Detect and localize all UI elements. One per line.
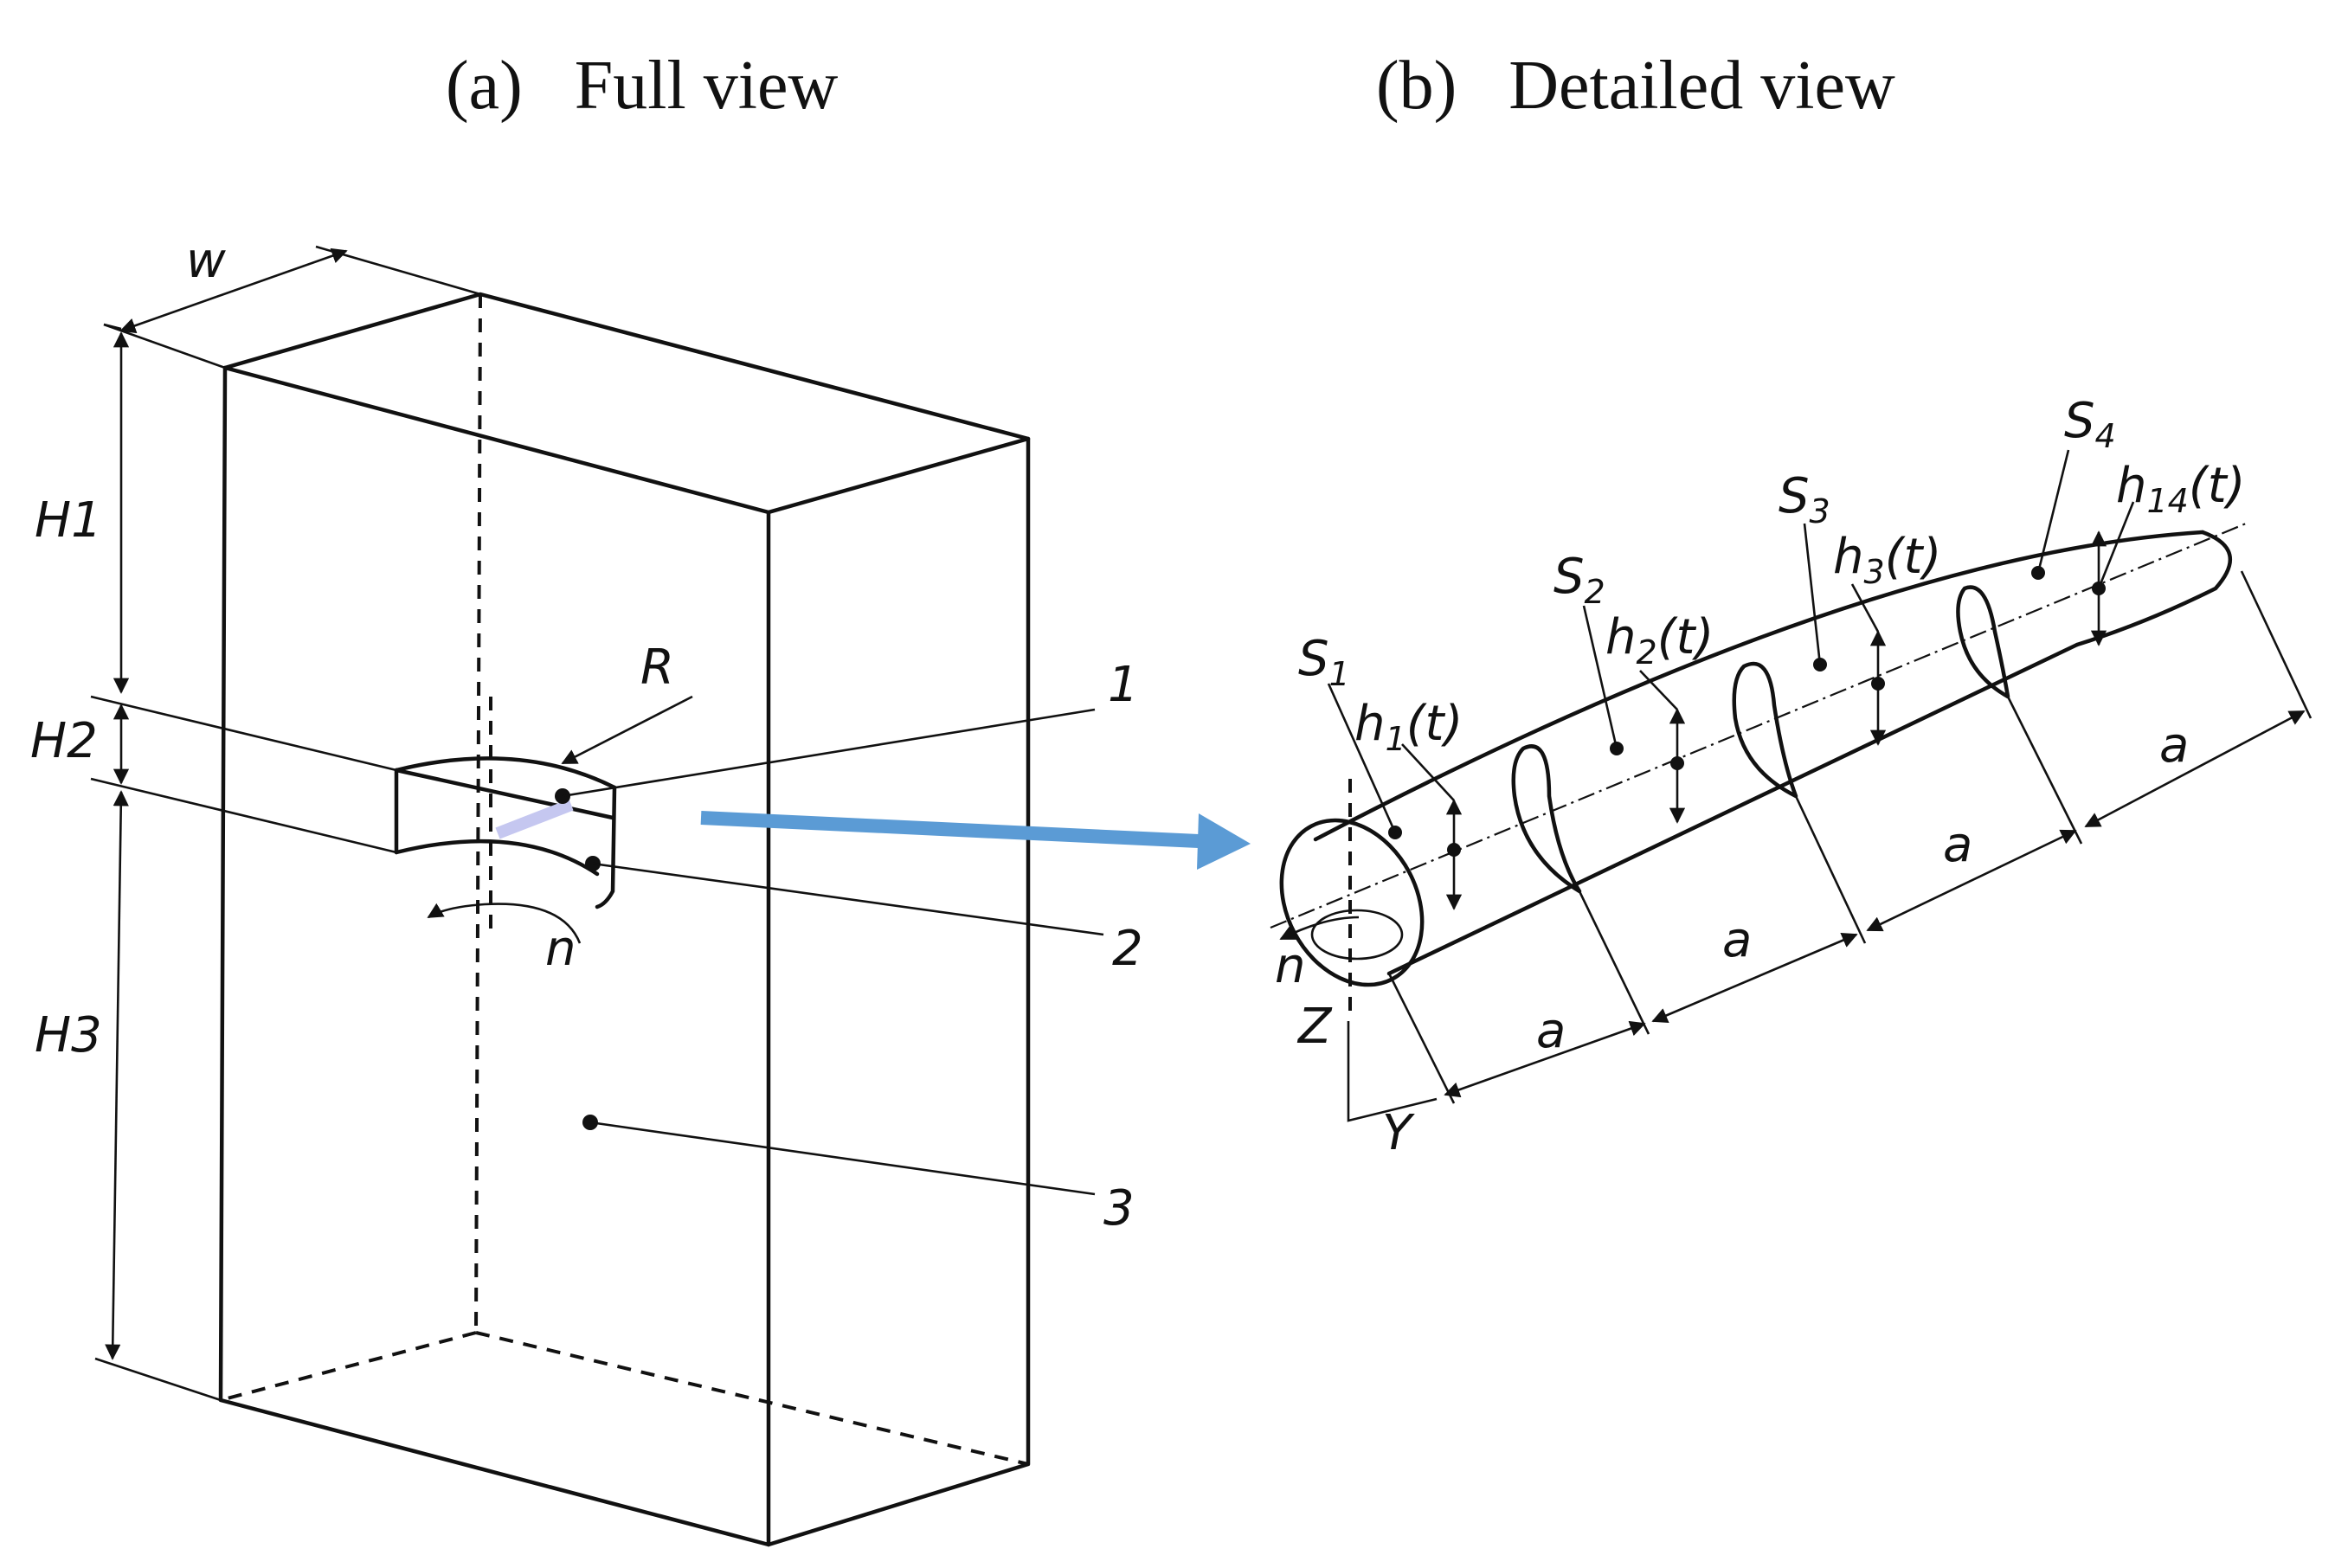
radius-label: R [640,639,674,696]
slot-right-edge [595,785,617,909]
full-view-drawing: w H1 H2 H3 R n 1 2 3 [30,233,1143,1547]
s2-leader [1582,605,1618,749]
callout-2-label: 2 [1112,921,1143,977]
box-front-face [218,365,771,1547]
h2-label: H2 [30,713,98,769]
blade-bottom-edge [1386,642,2080,976]
rotation-label-detail: n [1275,938,1306,994]
h3-dimension-arrow [105,790,129,1360]
s1-label: S1 [1298,631,1350,693]
h1-dot [1447,843,1461,857]
slot-bottom-arc [394,839,600,877]
h3-label: h3(t) [1833,529,1941,591]
h2-label-leader [1639,670,1678,710]
rotation-arrow-detail [1279,916,1360,941]
blade-tip [2074,530,2232,647]
slot-top-arc [394,756,617,790]
detailed-view-drawing: Z Y n [1270,393,2312,1161]
a-extension-1 [1578,890,1650,1035]
h2-dot [1670,756,1684,770]
callout-1-leader [562,708,1096,798]
hidden-edge-bottom-right [475,1331,1029,1466]
box-right-face [766,436,1031,1547]
h2-bottom-extension [90,777,397,854]
axis-y-label: Y [1382,1105,1415,1161]
h14-label: h14(t) [2116,458,2246,520]
rotation-arrow-full [427,903,582,944]
h1-label-leader [1401,743,1455,801]
hidden-edge-bottom-left [220,1331,477,1402]
callout-2-leader [592,862,1104,936]
slot-chord [394,768,615,820]
blade-centre-line [1270,522,2247,929]
h1-bottom-extension [90,695,397,772]
h3-label: H3 [35,1007,102,1064]
a-dimension-1 [1444,1020,1646,1098]
s3-leader [1803,523,1822,665]
hidden-edge-vertical [474,293,482,1333]
box-top-face [222,292,1031,515]
spacing-label-3: a [1943,817,1972,873]
spacing-label-2: a [1722,912,1752,968]
spacing-label-1: a [1536,1003,1566,1059]
h3-dot [1871,677,1885,691]
callout-3-label: 3 [1103,1180,1135,1237]
h1-label: H1 [35,492,102,549]
a-extension-0 [1387,973,1456,1104]
a-extension-3 [2006,696,2083,845]
h3-bottom-extension [94,1357,222,1402]
s4-label: S4 [2064,393,2116,455]
a-dimension-2 [1651,933,1858,1023]
height-extension-top [103,323,122,331]
h1-label: h1(t) [1354,696,1463,758]
callout-1-label: 1 [1108,657,1139,713]
caption-detailed-view: (b) Detailed view [1376,48,1895,124]
radius-leader [561,695,693,765]
rotation-ellipse-root [1310,909,1404,961]
s1-leader [1327,683,1397,833]
a-extension-4 [2240,570,2312,719]
section-1 [1511,744,1582,894]
axis-z-label: Z [1296,999,1333,1055]
caption-full-view: (a) Full view [446,48,838,124]
width-label: w [186,233,226,289]
a-extension-2 [1794,795,1867,944]
rotation-label-full: n [545,921,576,977]
spacing-label-4: a [2159,717,2189,774]
h14-label-leader [2097,501,2135,589]
width-dimension-arrow [119,247,348,334]
s2-label: S2 [1553,549,1605,611]
section-2 [1732,661,1798,799]
callout-3-leader [589,1121,1096,1196]
h2-label: h2(t) [1605,609,1714,672]
h3-label-leader [1850,583,1880,633]
s3-label: S3 [1779,468,1830,530]
slot-highlight [495,799,574,839]
zoom-arrow [700,811,1251,870]
a-dimension-4 [2084,710,2306,828]
axes-corner [1347,1021,1438,1122]
s4-leader [2036,449,2070,574]
a-dimension-3 [1866,829,2077,932]
